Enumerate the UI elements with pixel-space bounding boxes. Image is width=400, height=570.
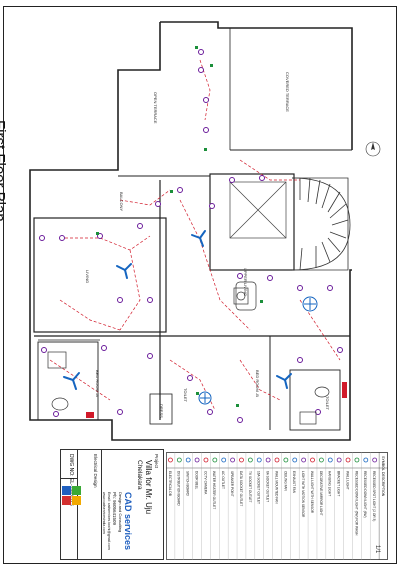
label-living: LIVING bbox=[85, 270, 90, 283]
socket-outlets bbox=[96, 46, 263, 407]
legend-symbol-icon bbox=[354, 457, 360, 463]
legend-item: DATA SOCKET OUTLET bbox=[239, 471, 243, 506]
legend-item: DISTRIBUTION BOARD bbox=[177, 471, 181, 506]
legend-symbol-icon bbox=[185, 457, 191, 463]
company-web: www.cadservicesindia.com bbox=[102, 492, 106, 534]
legend-symbol-icon bbox=[256, 457, 262, 463]
legend-item: SPEAKER POINT bbox=[230, 471, 234, 497]
legend-symbol-icon bbox=[318, 457, 324, 463]
legend-item: DOOR BELL bbox=[194, 471, 198, 489]
legend-symbol-icon bbox=[221, 457, 227, 463]
staircase bbox=[291, 177, 351, 271]
label-dress: DRESS bbox=[159, 404, 164, 418]
label-bed-room-a: BED ROOM -A bbox=[95, 370, 100, 397]
legend-item: WATER HEATER OUTLET bbox=[212, 471, 216, 509]
legend-item: CCTV CAMERA bbox=[203, 471, 207, 495]
legend-symbol-icon bbox=[168, 457, 173, 463]
legend-item: HANGING LIGHT bbox=[328, 471, 332, 496]
legend-item: CEILING FAN bbox=[283, 471, 287, 492]
project-location: Chelakara bbox=[136, 460, 143, 490]
legend-symbol-icon bbox=[372, 457, 378, 463]
legend-symbol-icon bbox=[230, 457, 235, 463]
legend-item: ELECTRICAL DB bbox=[168, 471, 172, 496]
label-toilet-2: TOILET bbox=[325, 396, 330, 410]
legend-item: DECORATIVE MIRROR LIGHT bbox=[319, 471, 323, 516]
legend-symbol-icon bbox=[247, 457, 253, 463]
light-fixtures bbox=[39, 49, 343, 423]
company-name: CAD services bbox=[123, 492, 133, 551]
legend-symbol-icon bbox=[283, 457, 289, 463]
legend-symbol-icon bbox=[265, 457, 271, 463]
legend-item: EXHAUST FAN bbox=[292, 471, 296, 494]
legend-symbol-icon bbox=[274, 457, 280, 463]
legend-symbol-icon bbox=[203, 457, 209, 463]
legend-item: 6A SOCKET OUTLET bbox=[266, 471, 270, 502]
company-subtitle: Design and Consulting bbox=[118, 492, 123, 533]
walls bbox=[29, 21, 353, 441]
company-phone: Ph: 9605641509 bbox=[112, 492, 117, 526]
circuit-lines bbox=[49, 59, 341, 411]
page-number: 1/1 bbox=[374, 545, 380, 554]
legend-item: WALL LIGHT bbox=[345, 471, 349, 490]
legend-header: SYMBOL DESCRIPTION bbox=[381, 456, 385, 497]
project-name: Villa for Mr. Uju bbox=[144, 460, 153, 515]
legend-item: LIGHT WITH MOTION SENSOR bbox=[301, 471, 305, 518]
electrical-db-markers bbox=[86, 382, 347, 418]
legend-symbol-icon bbox=[301, 457, 307, 463]
label-upper-living: UPPER LIVING bbox=[243, 268, 248, 296]
legend-symbol-icon bbox=[345, 457, 351, 463]
ceiling-fan-icons bbox=[63, 230, 292, 390]
north-arrow-icon bbox=[365, 141, 381, 157]
legend-symbol-icon bbox=[363, 457, 369, 463]
bath-fixtures bbox=[47, 287, 330, 425]
label-open-terrace: OPEN TERRACE bbox=[153, 92, 158, 124]
legend-symbol-icon bbox=[194, 457, 200, 463]
legend-symbol-icon bbox=[336, 457, 342, 463]
legend-symbol-icon bbox=[212, 457, 218, 463]
legend-symbol-icon bbox=[239, 457, 244, 463]
legend-item: SWITCH BOARD bbox=[186, 471, 190, 496]
legend-symbol-icon bbox=[176, 457, 182, 463]
legend-item: RECESSED SPOT LIGHT (2 OR 3) bbox=[372, 471, 376, 521]
electrical-design-label: Electrical Design bbox=[93, 454, 98, 488]
ac-outlet-icons bbox=[198, 296, 318, 405]
legend-item: BRACKET LIGHT bbox=[337, 471, 341, 496]
sheet-border bbox=[3, 6, 397, 564]
open-void bbox=[229, 181, 287, 239]
legend-symbol-icon bbox=[327, 457, 333, 463]
legend-symbol-icon bbox=[310, 457, 315, 463]
legend-item: WALL MOUNTED FAN bbox=[274, 471, 278, 504]
legend-item: 16A SOCKET OUTLET bbox=[257, 471, 261, 504]
upper-living-furniture bbox=[235, 281, 257, 311]
company-email: Email: cadservices.kochi@gmail.com bbox=[107, 492, 111, 550]
legend-item: RECESSED DOWN LIGHT (6W) FOR WASH bbox=[354, 471, 358, 536]
legend-item: AC OUTLET bbox=[221, 471, 225, 489]
legend-symbol-icon bbox=[292, 457, 298, 463]
legend-item: TV SOCKET OUTLET bbox=[248, 471, 252, 503]
label-covered-terrace: COVERED TERRACE bbox=[285, 72, 290, 112]
symbol-legend: SYMBOL DESCRIPTION RECESSED SPOT LIGHT (2… bbox=[166, 452, 388, 560]
legend-item: WALL LIGHT WITH SENSOR bbox=[310, 471, 314, 514]
label-bed-room-b: BED ROOM -B bbox=[255, 370, 260, 397]
project-label: Project bbox=[154, 454, 159, 469]
label-toilet-1: TOILET bbox=[183, 388, 188, 402]
company-logo bbox=[62, 486, 84, 506]
legend-item: RECESSED DOWN LIGHT (6W) bbox=[363, 471, 367, 518]
label-balcony: BALCONY bbox=[119, 192, 124, 211]
